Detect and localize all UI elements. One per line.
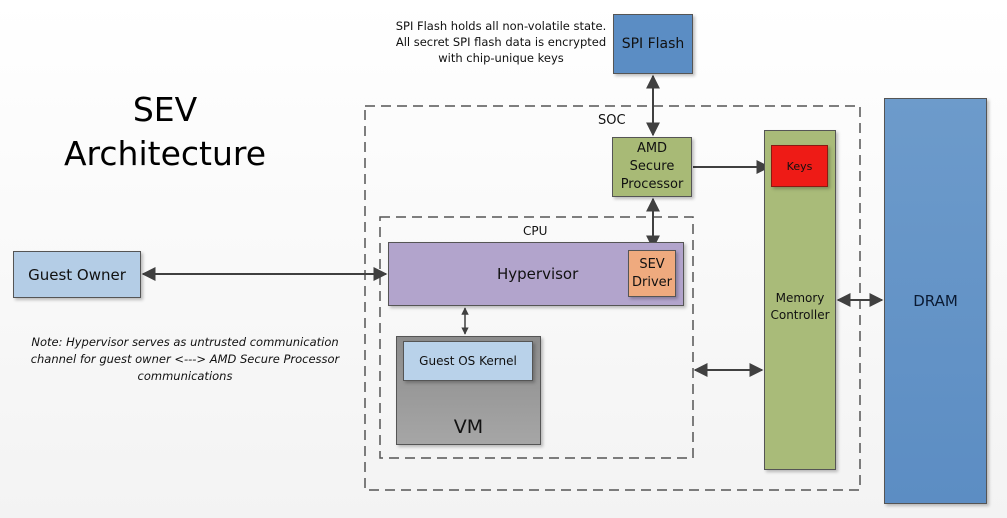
memctrl-label: Memory	[775, 291, 825, 305]
cpu-boundary	[379, 216, 694, 459]
amd-sp-label: Processor	[620, 177, 684, 192]
spi-flash-block: SPI Flash	[613, 14, 693, 74]
vm-label: VM	[453, 416, 484, 438]
spi-note-line: All secret SPI flash data is encrypted	[395, 35, 607, 49]
guest-owner-label: Guest Owner	[28, 265, 126, 284]
spi-flash-note: SPI Flash holds all non-volatile state. …	[376, 18, 626, 66]
keys-block: Keys	[771, 145, 828, 187]
guest-owner-block: Guest Owner	[13, 251, 141, 298]
sev-driver-block: SEV Driver	[628, 250, 676, 297]
amd-secure-processor-block: AMD Secure Processor	[612, 137, 692, 197]
guest-os-kernel-block: Guest OS Kernel	[403, 341, 533, 381]
sev-driver-label: SEV	[639, 256, 665, 272]
hyper-note-line: channel for guest owner <---> AMD Secure…	[30, 352, 340, 366]
diagram-title: SEV Architecture	[40, 88, 290, 176]
soc-label: SOC	[598, 113, 626, 128]
soc-boundary	[364, 105, 861, 491]
title-line-1: SEV	[132, 90, 198, 129]
hyper-note-line: Note: Hypervisor serves as untrusted com…	[31, 335, 339, 349]
hyper-note-line: communications	[137, 369, 233, 383]
hypervisor-label: Hypervisor	[497, 265, 579, 283]
hypervisor-note: Note: Hypervisor serves as untrusted com…	[20, 334, 350, 385]
spi-note-line: with chip-unique keys	[438, 51, 564, 65]
title-line-2: Architecture	[63, 134, 267, 173]
memctrl-label: Controller	[770, 308, 830, 322]
sev-driver-label: Driver	[631, 274, 672, 290]
amd-sp-label: AMD	[636, 141, 668, 156]
amd-sp-label: Secure	[629, 159, 675, 174]
cpu-label: CPU	[523, 224, 548, 238]
spi-flash-label: SPI Flash	[621, 36, 685, 52]
spi-note-line: SPI Flash holds all non-volatile state.	[395, 19, 607, 33]
keys-label: Keys	[786, 159, 813, 173]
dram-label: DRAM	[913, 292, 958, 310]
guest-os-kernel-label: Guest OS Kernel	[419, 354, 517, 368]
dram-block: DRAM	[884, 98, 987, 504]
